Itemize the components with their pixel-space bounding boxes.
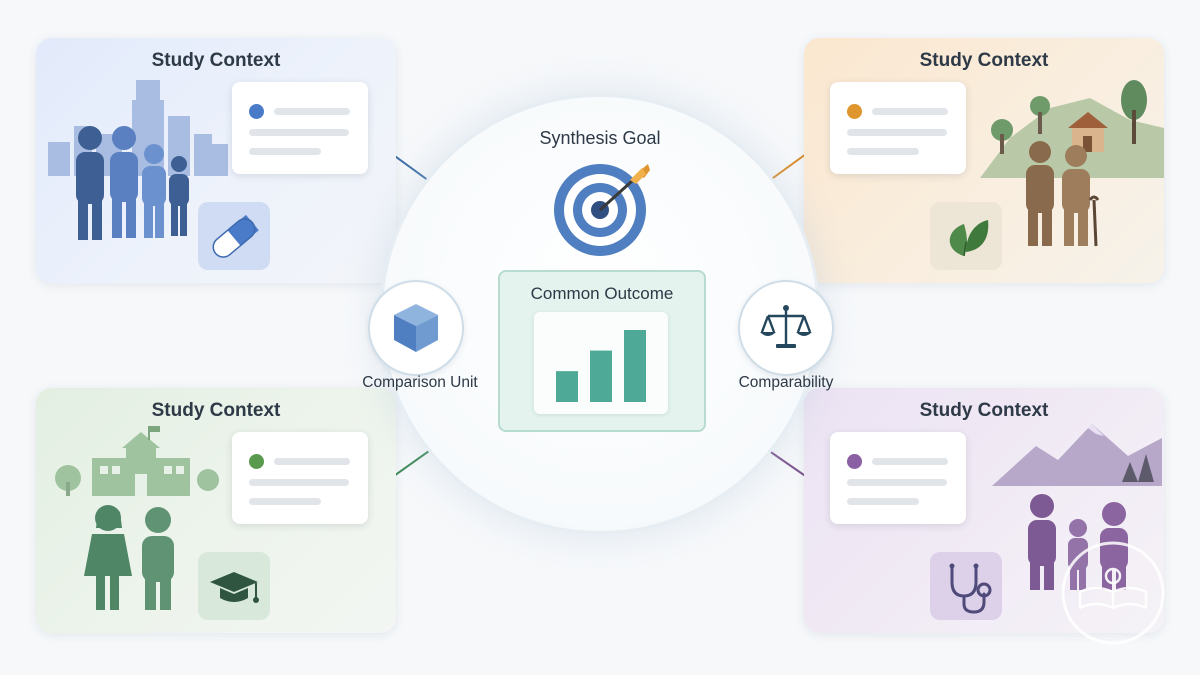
comparison-unit-node: [368, 280, 464, 376]
balance-scale-icon: [760, 305, 812, 348]
synthesis-goal-label: Synthesis Goal: [539, 128, 661, 148]
graduation-cap-icon: [210, 572, 259, 603]
study-summary-card: [232, 432, 368, 524]
intervention-tile: [198, 202, 270, 270]
bar-chart-card: [534, 312, 668, 414]
intervention-tile: [930, 202, 1002, 270]
leaf-icon: [949, 220, 989, 257]
comparison-unit-label: Comparison Unit: [362, 374, 478, 391]
cube-icon: [394, 304, 438, 352]
family-group-icon: [76, 126, 189, 240]
common-outcome-label: Common Outcome: [530, 284, 674, 303]
intervention-tile: [930, 552, 1002, 620]
common-outcome-box: Common Outcome: [498, 270, 706, 432]
panel-title: Study Context: [919, 400, 1049, 421]
study-context-panel-village: Study Context: [804, 38, 1164, 283]
comparability-node: [738, 280, 834, 376]
panel-title: Study Context: [151, 50, 281, 71]
study-context-panel-school: Study Context: [36, 388, 396, 633]
study-context-panel-mountains: Study Context: [804, 388, 1164, 633]
target-bullseye-icon: [554, 164, 650, 256]
study-summary-card: [830, 82, 966, 174]
mountain-landscape-illustration: [992, 424, 1162, 486]
stethoscope-icon: [949, 563, 992, 614]
elderly-couple-icon: [1026, 141, 1100, 247]
comparability-label: Comparability: [738, 374, 834, 391]
pill-icon: [212, 214, 259, 258]
school-building-illustration: [55, 426, 219, 496]
panel-title: Study Context: [919, 50, 1049, 71]
panel-title: Study Context: [151, 400, 281, 421]
open-book-logo-icon: [1061, 541, 1165, 645]
intervention-tile: [198, 552, 270, 620]
village-landscape-illustration: [980, 80, 1164, 178]
outcome-bar: [590, 350, 612, 402]
parent-child-icon: [84, 505, 174, 610]
study-summary-card: [830, 432, 966, 524]
outcome-bar: [556, 371, 578, 402]
study-context-panel-city: Study Context: [36, 38, 396, 283]
outcome-bar: [624, 330, 646, 402]
study-summary-card: [232, 82, 368, 174]
bar-chart-icon: [556, 330, 646, 402]
